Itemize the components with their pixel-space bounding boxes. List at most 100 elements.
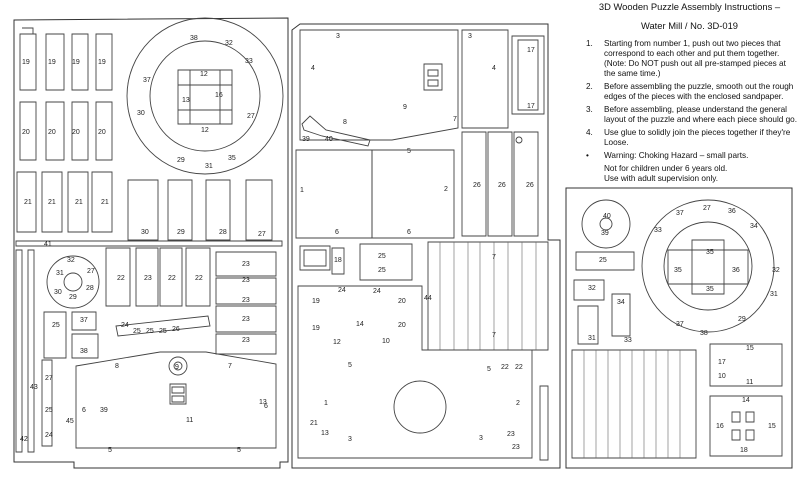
label-34: 34 [750,223,758,230]
label-40: 40 [325,136,333,143]
label-30: 30 [141,229,149,236]
label-21: 21 [48,199,56,206]
label-26: 26 [526,182,534,189]
wheel-right: 27 37 36 33 34 32 35 35 36 35 31 37 29 3… [641,199,780,337]
label-32: 32 [772,267,780,274]
label-25: 25 [159,328,167,335]
label-10: 10 [718,373,726,380]
label-30: 30 [137,110,145,117]
label-5: 5 [487,366,491,373]
instruction-step: 3. Before assembling, please understand … [582,105,797,125]
label-44: 44 [424,295,432,302]
pieces-26: 26 26 26 [461,131,539,237]
label-27: 27 [247,113,255,120]
label-20: 20 [48,129,56,136]
label-22: 22 [515,364,523,371]
step-number: 3. [586,105,593,114]
label-19: 19 [48,59,56,66]
label-19: 19 [98,59,106,66]
step-text: Before assembling, please understand the… [604,105,797,124]
step-text: Before assembling the puzzle, smooth out… [604,82,794,101]
label-32: 32 [67,257,75,264]
label-35: 35 [228,155,236,162]
label-13: 13 [259,399,267,406]
label-32: 32 [225,40,233,47]
instructions-subtitle: Water Mill / No. 3D-019 [640,20,739,31]
label-3: 3 [336,33,340,40]
label-33: 33 [654,227,662,234]
label-25: 25 [133,328,141,335]
step-number: 1. [586,39,593,48]
label-16: 16 [215,92,223,99]
label-6: 6 [264,403,268,410]
label-14: 14 [742,397,750,404]
label-34: 34 [617,299,625,306]
label-23: 23 [242,316,250,323]
label-7: 7 [492,254,496,261]
step-number: 4. [586,128,593,137]
label-31: 31 [770,291,778,298]
label-20: 20 [98,129,106,136]
label-23: 23 [512,444,520,451]
label-28: 28 [219,229,227,236]
label-4: 4 [311,65,315,72]
pieces-23: 23 23 23 23 23 [215,251,277,355]
label-42: 42 [20,436,28,443]
label-23: 23 [242,337,250,344]
label-37: 37 [80,317,88,324]
label-16: 16 [716,423,724,430]
label-39: 39 [100,407,108,414]
small-gear-left: 32 31 27 30 28 29 [46,255,100,309]
label-24: 24 [121,322,129,329]
label-1: 1 [300,187,304,194]
label-20: 20 [72,129,80,136]
label-21: 21 [75,199,83,206]
label-38: 38 [700,330,708,337]
label-23: 23 [242,261,250,268]
pieces-22: 22 23 22 22 [105,247,211,307]
label-18: 18 [334,257,342,264]
label-25: 25 [45,407,53,414]
label-39: 39 [302,136,310,143]
board-left: 19 19 19 19 20 20 20 20 38 32 33 37 30 2… [13,17,289,469]
label-29: 29 [177,229,185,236]
step-text: Use glue to solidly join the pieces toge… [604,128,791,147]
label-12: 12 [200,71,208,78]
label-12: 12 [333,339,341,346]
label-30: 30 [54,289,62,296]
label-17: 17 [718,359,726,366]
label-25: 25 [599,257,607,264]
label-43: 43 [30,384,38,391]
label-19: 19 [22,59,30,66]
label-29: 29 [177,157,185,164]
instruction-step: 4. Use glue to solidly join the pieces t… [582,128,797,148]
label-25: 25 [52,322,60,329]
instruction-warning: • Warning: Choking Hazard – small parts. [582,151,797,161]
label-7: 7 [228,363,232,370]
label-5: 5 [407,148,411,155]
assembly-instructions: 3D Wooden Puzzle Assembly Instructions –… [582,2,797,184]
label-31: 31 [588,335,596,342]
label-23: 23 [144,275,152,282]
floor-panel: 19 24 24 20 19 14 20 12 10 5 5 22 22 1 2… [297,285,533,459]
label-36: 36 [728,208,736,215]
label-23: 23 [242,277,250,284]
label-40: 40 [603,213,611,220]
label-9: 9 [403,104,407,111]
label-22: 22 [195,275,203,282]
label-23: 23 [507,431,515,438]
label-11: 11 [186,417,193,424]
label-31: 31 [56,270,64,277]
label-31: 31 [205,163,213,170]
label-24: 24 [45,432,53,439]
label-37: 37 [676,321,684,328]
label-3: 3 [468,33,472,40]
label-20: 20 [398,298,406,305]
label-6: 6 [82,407,86,414]
label-29: 29 [738,316,746,323]
label-15: 15 [768,423,776,430]
label-5: 5 [237,447,241,454]
label-35: 35 [706,249,714,256]
label-10: 10 [382,338,390,345]
